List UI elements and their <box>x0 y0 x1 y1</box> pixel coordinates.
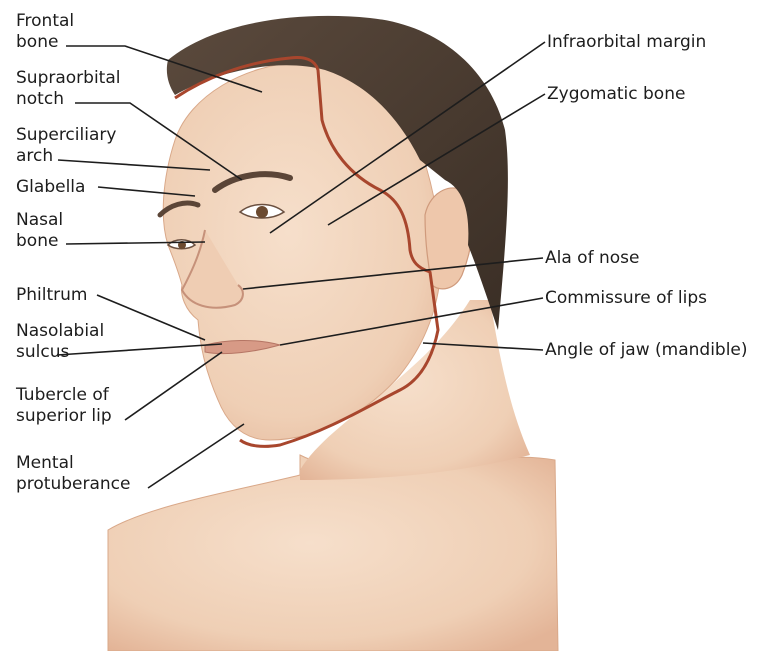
label-line: protuberance <box>16 474 130 495</box>
label-infraorbital-margin: Infraorbital margin <box>547 32 706 53</box>
label-mental-protuberance: Mental protuberance <box>16 453 130 495</box>
label-line: Zygomatic bone <box>547 84 685 105</box>
label-line: Glabella <box>16 177 85 198</box>
label-line: Frontal <box>16 11 74 32</box>
label-philtrum: Philtrum <box>16 285 87 306</box>
label-line: arch <box>16 146 116 167</box>
shoulders <box>108 455 558 651</box>
label-line: bone <box>16 231 63 252</box>
label-line: Infraorbital margin <box>547 32 706 53</box>
label-line: Nasolabial <box>16 321 104 342</box>
label-line: notch <box>16 89 120 110</box>
label-ala-of-nose: Ala of nose <box>545 248 639 269</box>
label-line: Supraorbital <box>16 68 120 89</box>
label-line: Commissure of lips <box>545 288 707 309</box>
label-commissure-of-lips: Commissure of lips <box>545 288 707 309</box>
label-line: superior lip <box>16 406 112 427</box>
label-nasal-bone: Nasal bone <box>16 210 63 252</box>
label-tubercle-superior-lip: Tubercle of superior lip <box>16 385 112 427</box>
label-line: Nasal <box>16 210 63 231</box>
label-line: Tubercle of <box>16 385 112 406</box>
label-line: bone <box>16 32 74 53</box>
label-line: Philtrum <box>16 285 87 306</box>
label-frontal-bone: Frontal bone <box>16 11 74 53</box>
label-zygomatic-bone: Zygomatic bone <box>547 84 685 105</box>
label-line: Ala of nose <box>545 248 639 269</box>
label-line: sulcus <box>16 342 104 363</box>
label-angle-of-jaw: Angle of jaw (mandible) <box>545 340 748 361</box>
right-iris <box>256 206 268 218</box>
leader-mental-protuberance <box>148 424 244 488</box>
label-superciliary-arch: Superciliary arch <box>16 125 116 167</box>
label-line: Superciliary <box>16 125 116 146</box>
label-line: Mental <box>16 453 130 474</box>
label-nasolabial-sulcus: Nasolabial sulcus <box>16 321 104 363</box>
label-supraorbital-notch: Supraorbital notch <box>16 68 120 110</box>
label-glabella: Glabella <box>16 177 85 198</box>
leader-tubercle-superior-lip <box>125 352 222 420</box>
label-line: Angle of jaw (mandible) <box>545 340 748 361</box>
